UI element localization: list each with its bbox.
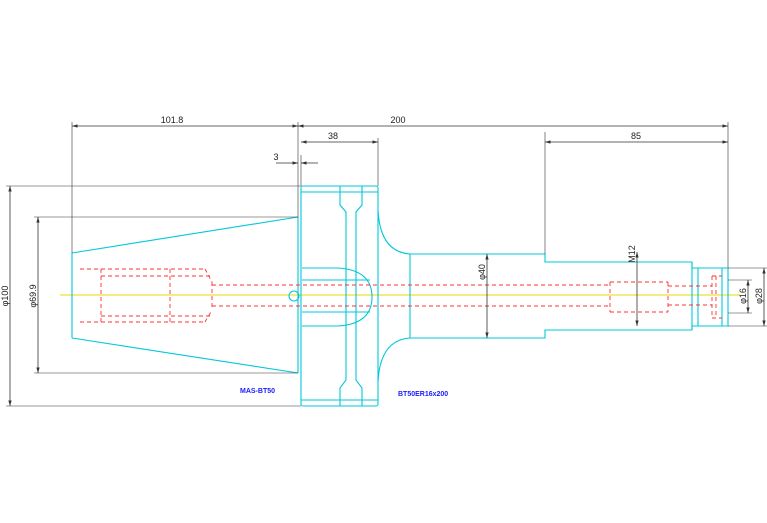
dim-85: 85 <box>631 131 641 141</box>
dim-dia-40: φ40 <box>477 264 487 280</box>
flange-outline <box>288 185 379 407</box>
shank-outline <box>377 209 729 383</box>
dim-m12: M12 <box>627 245 637 263</box>
dim-dia-69-9: φ69.9 <box>28 284 38 307</box>
part-label-bt50er16x200: BT50ER16x200 <box>398 391 448 398</box>
dim-dia-28: φ28 <box>754 288 764 304</box>
dim-200: 200 <box>390 115 405 125</box>
dim-101-8: 101.8 <box>161 115 184 125</box>
dim-dia-16: φ16 <box>738 288 748 304</box>
dim-3: 3 <box>273 152 278 162</box>
hidden-lines <box>80 268 722 323</box>
taper-outline <box>71 216 299 374</box>
part-label-mas-bt50: MAS-BT50 <box>240 388 275 395</box>
extension-lines <box>6 122 767 407</box>
dim-dia-100: φ100 <box>0 286 10 307</box>
dim-38: 38 <box>328 131 338 141</box>
dimension-lines <box>8 124 766 406</box>
